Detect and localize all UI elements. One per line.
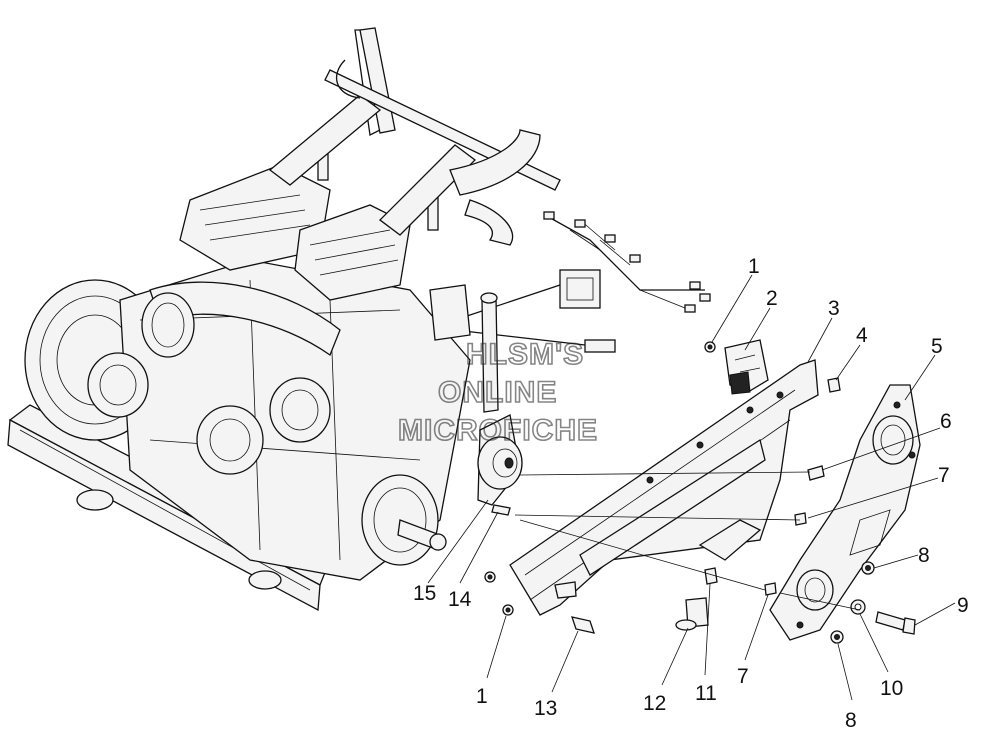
part-3-chassis-rail: [509, 359, 819, 616]
callout-labels: 1 2 3 4 5 6 7 8 9 10 11 12 13 14 15 1 7 …: [413, 255, 969, 732]
callout-7-lower: 7: [737, 665, 749, 688]
callout-1-bottom: 1: [476, 685, 488, 708]
callout-14: 14: [448, 588, 472, 611]
hardware: [484, 341, 916, 644]
callout-10: 10: [880, 677, 903, 700]
callout-4: 4: [856, 324, 868, 347]
callout-13: 13: [534, 697, 557, 720]
callout-7-upper: 7: [938, 464, 950, 487]
watermark-line-1: HLSM'S: [466, 338, 584, 371]
watermark: HLSM'S ONLINE MICROFICHE: [397, 337, 598, 448]
callout-5: 5: [931, 335, 943, 358]
callout-1-top: 1: [748, 255, 760, 278]
part-5-plate: [769, 384, 921, 641]
callout-9: 9: [957, 594, 969, 617]
callout-6: 6: [940, 410, 952, 433]
part-15-idler: [477, 414, 523, 506]
callout-8-lower: 8: [845, 709, 857, 732]
callout-2: 2: [766, 287, 778, 310]
callout-11: 11: [695, 682, 717, 705]
callout-12: 12: [643, 692, 666, 715]
callout-15: 15: [413, 582, 436, 605]
watermark-line-3: MICROFICHE: [398, 414, 598, 447]
callout-3: 3: [828, 297, 840, 320]
watermark-line-2: ONLINE: [438, 376, 557, 409]
callout-8-upper: 8: [918, 544, 930, 567]
engine-assembly: [7, 27, 711, 612]
alignment-lines: [514, 471, 861, 611]
part-2-bracket: [724, 339, 769, 395]
leader-lines: [427, 274, 956, 701]
